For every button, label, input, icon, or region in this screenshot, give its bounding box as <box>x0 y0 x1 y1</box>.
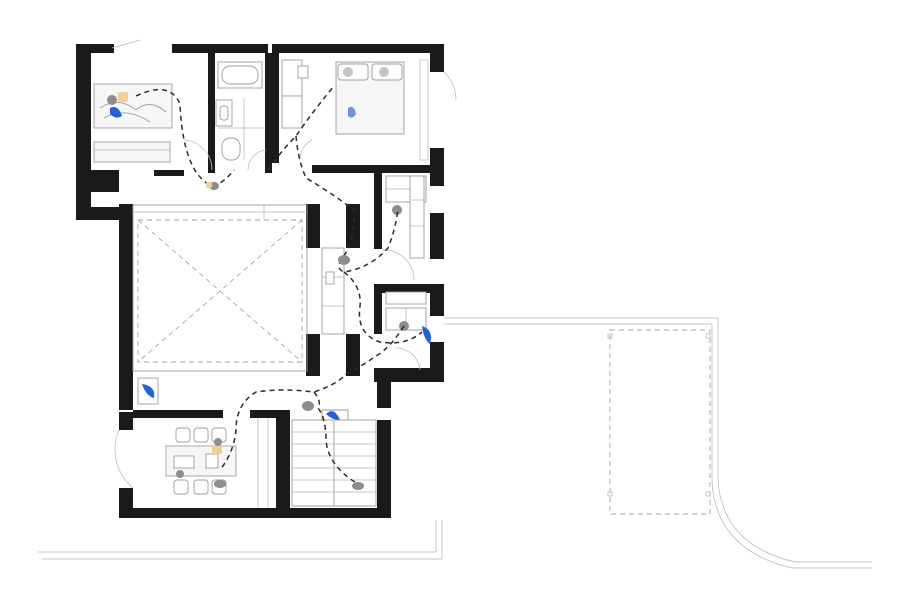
staircase <box>291 409 377 507</box>
exterior-walls <box>76 44 444 518</box>
ne-bedroom <box>281 59 457 161</box>
dressing-room <box>381 175 427 281</box>
atrium-void <box>132 204 308 372</box>
interior-walls <box>91 53 430 508</box>
nw-bedroom <box>93 39 213 171</box>
site-lines <box>38 317 872 569</box>
laundry <box>385 291 431 371</box>
figures <box>206 182 350 411</box>
terrace-pergola <box>607 329 711 515</box>
study <box>114 377 269 508</box>
bathroom <box>215 61 267 171</box>
corridor-cabinets <box>321 247 345 335</box>
